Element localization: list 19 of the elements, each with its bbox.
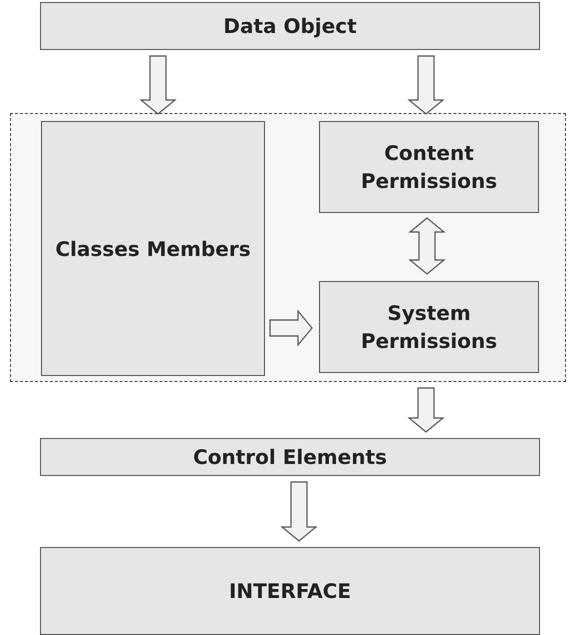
block-arrow	[139, 55, 177, 115]
box-label: Control Elements	[192, 444, 388, 471]
box-label: System Permissions	[360, 300, 498, 355]
box-label: Classes Members	[54, 236, 252, 262]
block-arrow	[280, 481, 318, 542]
process-box	[319, 121, 539, 213]
box-label: Content Permissions	[360, 140, 498, 195]
block-arrow	[408, 217, 446, 275]
process-box	[319, 281, 539, 373]
process-box	[40, 547, 540, 635]
block-arrow	[269, 309, 313, 347]
box-label: Data Object	[222, 13, 358, 40]
dashed-group-region	[10, 113, 566, 382]
process-box	[40, 2, 540, 50]
block-arrow	[407, 55, 445, 115]
process-box	[40, 438, 540, 476]
block-arrow	[407, 387, 445, 433]
process-box	[41, 121, 265, 376]
box-label: INTERFACE	[228, 578, 352, 605]
